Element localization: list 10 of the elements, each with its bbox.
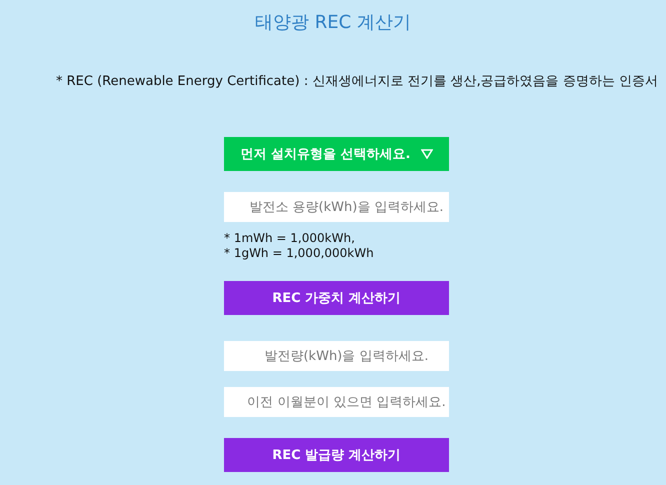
input-field: 발전량(kWh)을 입력하세요. [224,341,449,371]
input-field: 이전 이월분이 있으면 입력하세요. [224,387,449,417]
dropdown-select: 먼저 설치유형을 선택하세요. [224,137,449,171]
unit-note: * 1mWh = 1,000kWh, [224,231,355,245]
definition-note: * REC (Renewable Energy Certificate) : 신재생에너지로 전기를 생산,공급하였음을 증명하는 인증서 [56,73,658,90]
calculate-button: REC 발급량 계산하기 [224,438,449,472]
calculate-button: REC 가중치 계산하기 [224,281,449,315]
unit-note: * 1gWh = 1,000,000kWh [224,246,374,260]
page-title: 태양광 REC 계산기 [254,11,412,34]
input-field: 발전소 용량(kWh)을 입력하세요. [224,192,449,222]
